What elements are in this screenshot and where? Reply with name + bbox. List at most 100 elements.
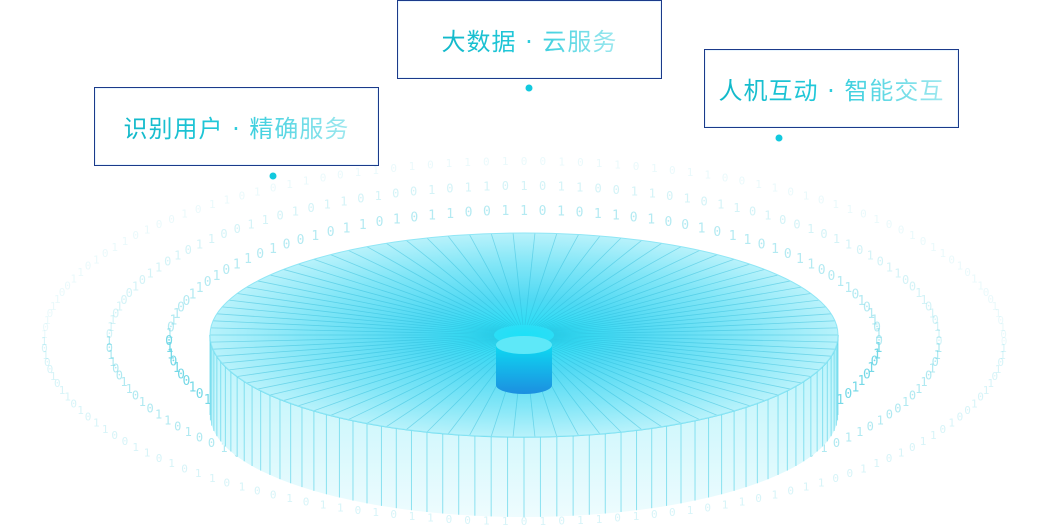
svg-text:1: 1 [856,425,863,439]
svg-text:0: 0 [630,210,638,225]
svg-text:1: 1 [867,307,875,322]
svg-text:0: 0 [925,300,932,314]
svg-text:0: 0 [483,205,491,220]
svg-text:1: 1 [886,261,893,275]
svg-text:1: 1 [631,185,638,199]
svg-text:0: 0 [196,431,203,445]
svg-text:0: 0 [47,307,54,320]
svg-text:0: 0 [875,334,883,349]
svg-text:0: 0 [539,155,546,168]
svg-text:1: 1 [733,201,740,215]
svg-text:0: 0 [713,225,721,240]
svg-text:0: 0 [925,369,932,383]
svg-text:0: 0 [818,194,825,207]
svg-text:0: 0 [577,156,584,169]
svg-text:1: 1 [651,162,658,175]
svg-text:1: 1 [77,404,84,417]
svg-text:0: 0 [276,209,283,223]
svg-text:1: 1 [375,189,382,203]
svg-text:1: 1 [755,178,762,191]
svg-text:0: 0 [390,508,397,521]
svg-text:1: 1 [836,393,844,408]
svg-text:1: 1 [209,472,216,485]
svg-text:0: 0 [614,512,621,525]
svg-text:1: 1 [539,515,546,528]
svg-text:0: 0 [886,218,893,231]
svg-text:1: 1 [687,166,694,179]
svg-text:1: 1 [174,249,181,263]
svg-text:0: 0 [464,514,471,527]
svg-text:1: 1 [858,374,866,389]
svg-text:1: 1 [446,207,454,222]
svg-text:1: 1 [109,313,116,327]
svg-text:1: 1 [803,481,810,494]
svg-text:1: 1 [144,224,151,237]
svg-text:1: 1 [286,492,293,505]
svg-text:0: 0 [867,419,874,433]
svg-text:1: 1 [220,441,227,455]
svg-text:1: 1 [44,314,51,327]
svg-text:0: 0 [1000,328,1007,341]
svg-text:1: 1 [195,467,202,480]
label-human-machine: 人机互动 · 智能交互 [704,49,959,128]
label-big-data-cloud: 大数据 · 云服务 [397,0,662,79]
svg-text:1: 1 [1000,342,1007,355]
svg-text:1: 1 [576,180,583,194]
svg-text:1: 1 [107,348,114,362]
svg-text:0: 0 [283,237,291,252]
svg-text:0: 0 [932,355,939,369]
svg-text:1: 1 [920,293,927,307]
svg-text:0: 0 [307,201,314,215]
svg-text:1: 1 [196,237,203,251]
svg-text:0: 0 [863,368,871,383]
svg-text:1: 1 [807,222,814,236]
svg-text:1: 1 [930,241,937,254]
svg-text:0: 0 [964,266,971,279]
svg-text:1: 1 [189,381,197,396]
svg-text:0: 0 [749,205,756,219]
svg-text:1: 1 [126,382,133,396]
svg-text:1: 1 [520,179,527,193]
svg-text:1: 1 [875,341,883,356]
svg-text:1: 1 [324,198,331,212]
svg-text:1: 1 [873,348,881,363]
svg-text:1: 1 [987,377,994,390]
svg-text:1: 1 [971,397,978,410]
svg-text:1: 1 [844,281,852,296]
svg-text:1: 1 [807,258,815,273]
svg-text:0: 0 [739,175,746,188]
svg-text:0: 0 [122,435,129,448]
svg-text:1: 1 [239,481,246,494]
disk-center-well [496,336,552,394]
svg-text:1: 1 [59,384,66,397]
svg-text:1: 1 [502,515,509,528]
svg-text:1: 1 [409,160,416,173]
svg-text:1: 1 [146,267,153,281]
svg-text:1: 1 [771,242,779,257]
svg-text:0: 0 [270,489,277,502]
svg-text:1: 1 [929,362,936,376]
svg-text:0: 0 [787,485,794,498]
svg-text:1: 1 [722,499,729,512]
svg-text:1: 1 [930,429,937,442]
svg-text:1: 1 [355,166,362,179]
svg-text:1: 1 [803,189,810,202]
svg-text:1: 1 [877,414,884,428]
svg-text:0: 0 [991,370,998,383]
svg-text:1: 1 [372,164,379,177]
svg-text:0: 0 [957,410,964,423]
svg-text:1: 1 [132,280,139,294]
svg-text:1: 1 [739,495,746,508]
svg-text:0: 0 [168,213,175,226]
svg-text:0: 0 [818,263,826,278]
svg-text:1: 1 [858,294,866,309]
svg-text:0: 0 [681,218,689,233]
svg-text:0: 0 [784,247,792,262]
svg-text:0: 0 [169,354,177,369]
svg-text:0: 0 [909,280,916,294]
svg-text:1: 1 [614,159,621,172]
svg-text:0: 0 [239,189,246,202]
svg-text:1: 1 [233,258,241,273]
svg-text:0: 0 [669,164,676,177]
